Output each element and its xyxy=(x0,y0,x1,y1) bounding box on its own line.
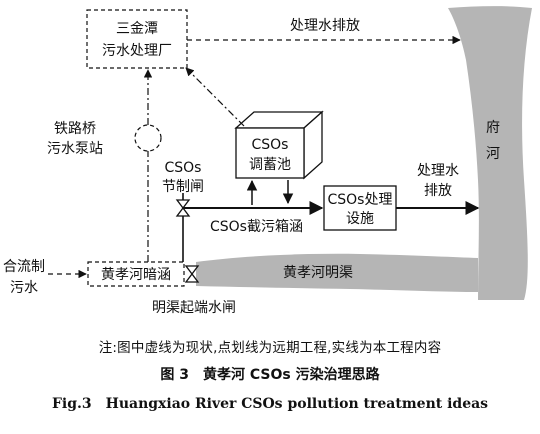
figure-note: 注:图中虚线为现状,点划线为远期工程,实线为本工程内容 xyxy=(98,340,442,356)
cso-facility-box xyxy=(323,185,397,231)
treatment-plant-box xyxy=(86,9,188,69)
pump-station-icon xyxy=(134,124,162,152)
pump-station-label-2: 污水泵站 xyxy=(47,141,103,157)
treatment-plant-label-2: 污水处理厂 xyxy=(102,43,172,59)
regulating-gate-label-2: 节制闸 xyxy=(162,179,204,195)
channel-gate-icon xyxy=(184,265,200,283)
regulating-gate-label-1: CSOs xyxy=(165,160,202,176)
river-label-1: 府 xyxy=(486,120,500,136)
storage-tank-label-1: CSOs xyxy=(252,137,289,153)
channel-gate-label: 明渠起端水闸 xyxy=(152,300,236,316)
open-channel-label: 黄孝河明渠 xyxy=(283,264,353,281)
storage-tank-box xyxy=(235,127,305,179)
treatment-plant-label-1: 三金潭 xyxy=(116,20,158,37)
river-shape xyxy=(448,6,532,301)
discharge-right-label-2: 排放 xyxy=(424,183,452,199)
cso-facility-label-1: CSOs处理 xyxy=(328,192,393,208)
figure-title-en: Fig.3 Huangxiao River CSOs pollution tre… xyxy=(51,396,489,412)
discharge-top-label: 处理水排放 xyxy=(290,18,360,34)
tank-to-plant-line xyxy=(185,67,245,127)
figure-title-cn: 图 3 黄孝河 CSOs 污染治理思路 xyxy=(160,367,380,383)
culvert-box xyxy=(87,261,185,287)
pump-station-label-1: 铁路桥 xyxy=(54,121,96,137)
combined-sewage-label-1: 合流制 xyxy=(3,259,45,275)
interception-culvert-label: CSOs截污箱涵 xyxy=(210,219,303,235)
discharge-right-label-1: 处理水 xyxy=(417,163,459,179)
culvert-label: 黄孝河暗涵 xyxy=(101,266,171,283)
river-label-2: 河 xyxy=(486,146,500,162)
diagram-canvas: 府 河 黄孝河明渠 三金潭 污水处理厂 处理水排放 铁路桥 污水泵站 CSOs … xyxy=(3,6,532,316)
storage-tank-label-2: 调蓄池 xyxy=(249,157,291,173)
regulating-gate-icon xyxy=(175,199,191,217)
open-channel-shape xyxy=(196,253,478,292)
cso-facility-label-2: 设施 xyxy=(346,211,374,227)
combined-sewage-label-2: 污水 xyxy=(10,280,38,296)
